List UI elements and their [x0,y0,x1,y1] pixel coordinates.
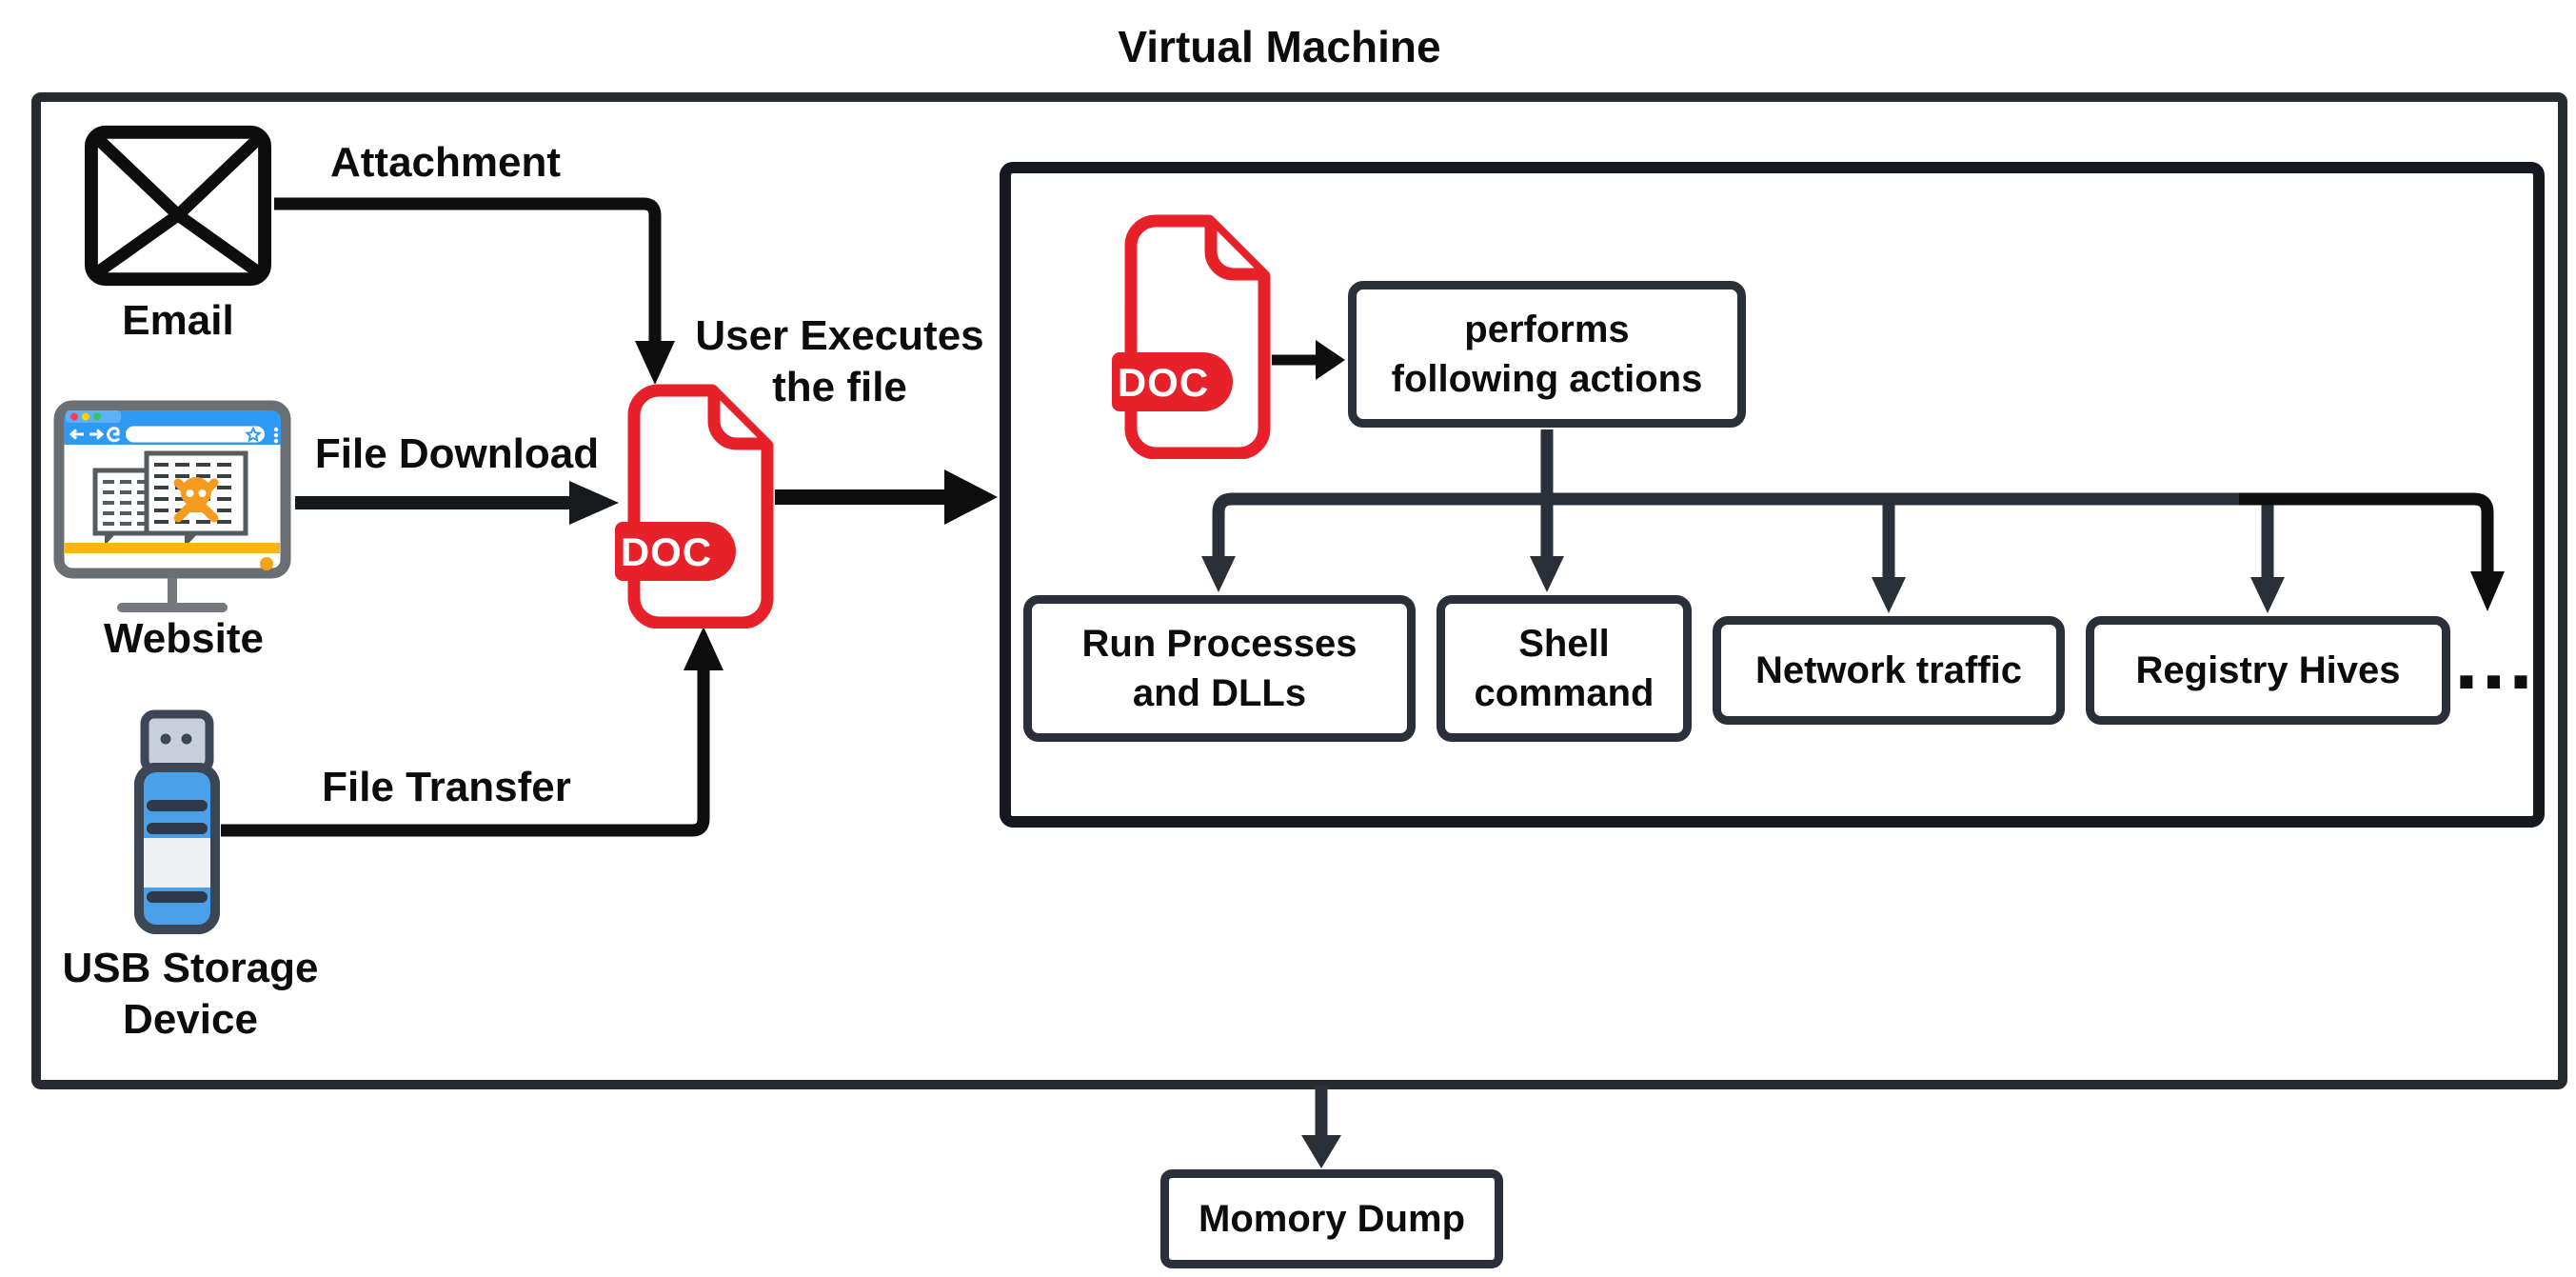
doc-badge [1112,352,1233,411]
orange-dot [260,557,273,570]
performs-line1: performs [1464,309,1630,350]
run-processes-line1: Run Processes [1081,623,1357,665]
memory-dump-label: Momory Dump [1199,1198,1465,1240]
page-title: Virtual Machine [1118,22,1441,71]
registry-hives-label: Registry Hives [2135,649,2401,691]
run-processes-line2: and DLLs [1132,672,1307,714]
doc-badge-text: DOC [1118,360,1209,405]
shell-line1: Shell [1518,623,1610,665]
amber-bar [65,543,280,553]
virtual-machine-frame [31,92,2567,1089]
network-traffic-label: Network traffic [1754,649,2023,691]
action-box-network-traffic: Network traffic [1713,616,2065,725]
usb-storage-icon [134,709,220,934]
usb-label: USB Storage Device [29,943,352,1045]
more-actions-ellipsis: ... [2454,609,2536,708]
user-executes-line2: the file [772,363,907,410]
file-download-label: File Download [314,430,600,477]
email-label: Email [122,297,234,344]
doc-badge [615,522,736,581]
bookmark-star-icon [245,426,262,443]
file-transfer-label: File Transfer [322,764,571,810]
memory-dump-box: Momory Dump [1160,1169,1503,1268]
back-arrow-icon [69,429,84,440]
doc-file-icon-sandbox: DOC [1112,214,1271,459]
doc-file-icon: DOC [615,384,774,629]
usb-label-line2: Device [123,995,258,1043]
website-label: Website [104,615,264,662]
performs-actions-box: performs following actions [1348,281,1746,428]
attachment-label: Attachment [329,139,562,186]
reload-icon [107,427,121,443]
forward-arrow-icon [89,429,105,440]
action-box-run-processes: Run Processes and DLLs [1023,595,1416,742]
performs-line2: following actions [1391,358,1703,400]
action-box-shell-command: Shell command [1437,595,1692,742]
address-bar [126,426,265,443]
user-executes-label: User Executes the file [649,310,1030,412]
action-box-registry-hives: Registry Hives [2086,616,2450,725]
email-icon [84,125,272,287]
sandbox-frame [1000,162,2545,828]
memory-dump-arrowhead [1301,1135,1341,1168]
skull-crossbones-icon [173,477,219,523]
usb-label-line1: USB Storage [62,945,319,991]
website-icon [53,400,291,612]
user-executes-line1: User Executes [695,312,984,359]
malicious-page-docs [92,450,248,548]
doc-badge-text: DOC [621,529,712,574]
shell-line2: command [1474,672,1655,714]
